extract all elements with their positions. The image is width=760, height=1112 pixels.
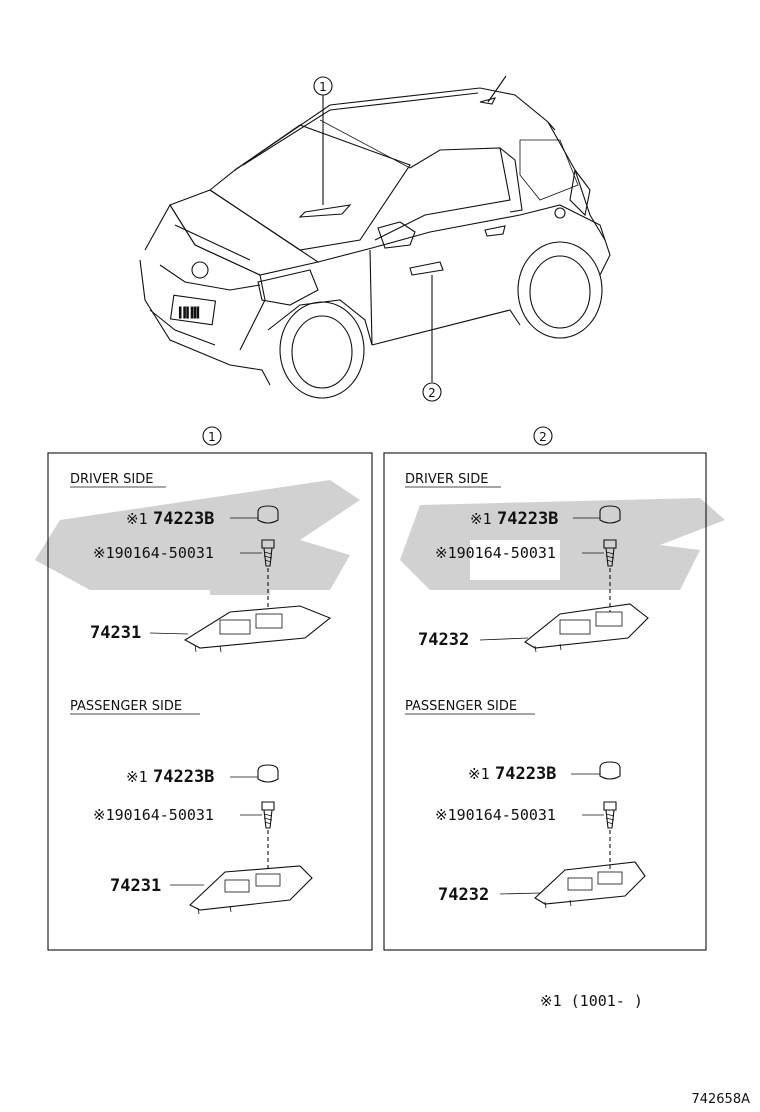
svg-text:2: 2 — [428, 386, 436, 400]
window-switch-passenger-icon — [189, 865, 313, 915]
panel-2-driver-screw-label: ※190164-50031 — [435, 544, 556, 562]
panel-1-passenger-cap-label: 74223B — [153, 767, 214, 787]
svg-text:1: 1 — [319, 80, 327, 94]
panel-2-driver-cap-label: 74223B — [497, 509, 558, 529]
cap-icon — [599, 505, 621, 524]
car-illustration: ⅠⅡⅢ — [139, 75, 611, 399]
panel-1-passenger-label: PASSENGER SIDE — [70, 699, 182, 714]
panel-2-driver-switch-label: 74232 — [418, 630, 469, 650]
panel-1-passenger-switch-label: 74231 — [110, 876, 161, 896]
panel-2-header: 2 — [533, 426, 553, 446]
cap-icon — [599, 761, 621, 780]
svg-text:ⅠⅡⅢ: ⅠⅡⅢ — [178, 304, 200, 322]
svg-text:2: 2 — [539, 430, 547, 444]
window-switch-driver-icon — [524, 603, 649, 653]
window-switch-passenger-icon — [534, 861, 646, 909]
watermark-logo — [35, 480, 725, 595]
door-switch-location — [409, 261, 444, 276]
panel-1-driver-cap-label: 74223B — [153, 509, 214, 529]
panel-1-driver-cap-prefix: ※1 — [126, 510, 148, 528]
panel-2-passenger-cap-label: 74223B — [495, 764, 556, 784]
callout-2-car: 2 — [422, 382, 442, 402]
panel-1: DRIVER SIDE ※1 74223B ※190164-50031 7423… — [47, 452, 373, 951]
panel-2-passenger-label: PASSENGER SIDE — [405, 699, 517, 714]
cap-icon — [257, 505, 279, 524]
panel-2-passenger-switch-label: 74232 — [438, 885, 489, 905]
window-switch-driver-icon — [183, 605, 332, 653]
screw-icon — [261, 801, 275, 829]
roof-switch-location — [298, 204, 352, 218]
panel-1-passenger-cap-prefix: ※1 — [126, 768, 148, 786]
panel-1-driver-switch-label: 74231 — [90, 623, 141, 643]
panel-1-driver-screw-label: ※190164-50031 — [93, 544, 214, 562]
panel-2-passenger-cap-prefix: ※1 — [468, 765, 490, 783]
svg-text:1: 1 — [208, 430, 216, 444]
panel-2: DRIVER SIDE ※1 74223B ※190164-50031 7423… — [383, 452, 707, 951]
footnote: ※1 (1001- ) — [540, 992, 643, 1010]
callout-1-car: 1 — [313, 76, 333, 96]
screw-icon — [603, 801, 617, 829]
panel-2-passenger-screw-label: ※190164-50031 — [435, 806, 556, 824]
panel-1-header: 1 — [202, 426, 222, 446]
screw-icon — [261, 539, 275, 567]
figure-code: 742658A — [691, 1092, 750, 1107]
panel-2-driver-cap-prefix: ※1 — [470, 510, 492, 528]
cap-icon — [257, 764, 279, 783]
panel-2-driver-label: DRIVER SIDE — [405, 472, 488, 487]
panel-1-passenger-screw-label: ※190164-50031 — [93, 806, 214, 824]
panel-1-driver-label: DRIVER SIDE — [70, 472, 153, 487]
screw-icon — [603, 539, 617, 567]
